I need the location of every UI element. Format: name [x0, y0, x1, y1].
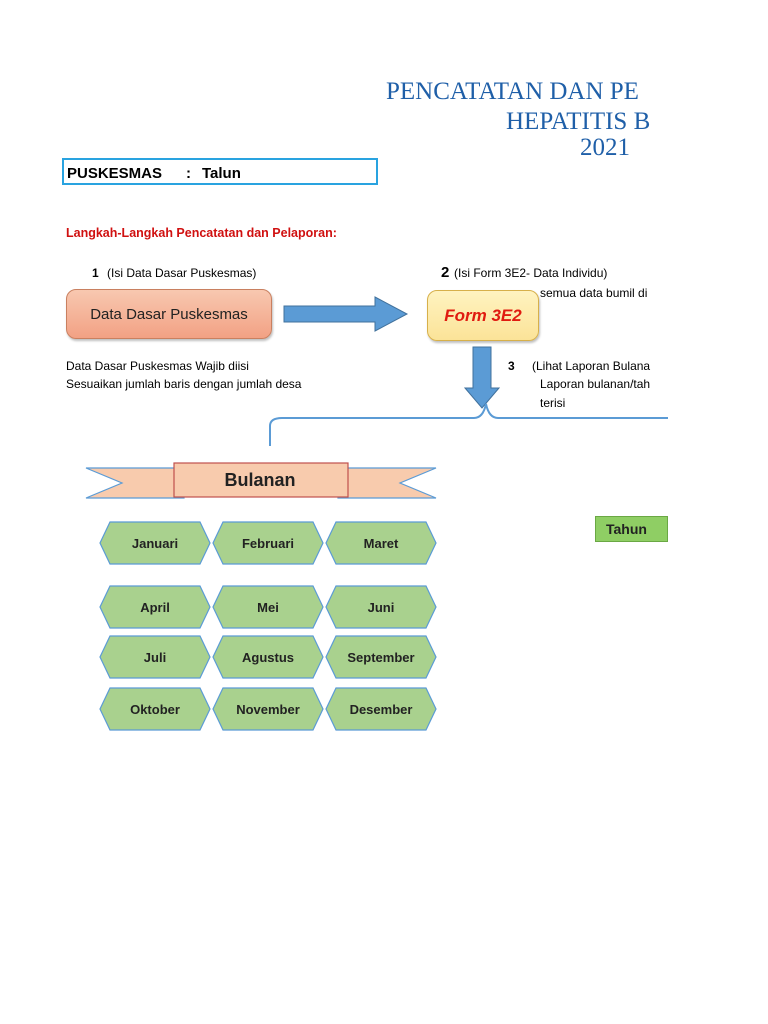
hexagon-shape — [212, 635, 324, 679]
bulanan-label: Bulanan — [224, 469, 296, 490]
month-button-juni[interactable]: Juni — [324, 585, 438, 629]
month-label: Juli — [143, 649, 167, 665]
month-button-juli[interactable]: Juli — [98, 635, 212, 679]
month-label: April — [140, 599, 170, 615]
month-button-maret[interactable]: Maret — [324, 521, 438, 565]
month-label: Juni — [367, 599, 395, 615]
data-dasar-puskesmas-button[interactable]: Data Dasar Puskesmas — [66, 289, 272, 339]
month-button-januari[interactable]: Januari — [98, 521, 212, 565]
month-label: Desember — [349, 701, 413, 717]
page-title-line-1: PENCATATAN DAN PE — [386, 78, 639, 105]
step1-note-1: Data Dasar Puskesmas Wajib diisi — [66, 359, 249, 373]
month-label: Mei — [257, 599, 279, 615]
form-3e2-label: Form 3E2 — [444, 305, 522, 325]
puskesmas-value: Talun — [202, 165, 241, 182]
month-button-oktober[interactable]: Oktober — [98, 687, 212, 731]
month-label: November — [236, 701, 300, 717]
hexagon-shape — [99, 585, 211, 629]
month-button-september[interactable]: September — [324, 635, 438, 679]
arrow-down-icon — [464, 346, 500, 409]
step3-number: 3 — [508, 359, 515, 373]
puskesmas-field-box[interactable] — [62, 158, 378, 185]
hexagon-shape — [325, 687, 437, 731]
hexagon-shape — [325, 521, 437, 565]
hexagon-shape — [99, 687, 211, 731]
arrow-right-icon — [283, 296, 409, 332]
month-label: Agustus — [242, 649, 294, 665]
month-label: Maret — [363, 535, 399, 551]
month-label: Oktober — [130, 701, 180, 717]
hexagon-shape — [99, 635, 211, 679]
data-dasar-puskesmas-label: Data Dasar Puskesmas — [90, 305, 248, 323]
step2-number: 2 — [441, 264, 450, 281]
steps-heading: Langkah-Langkah Pencatatan dan Pelaporan… — [66, 226, 337, 240]
month-label: Februari — [241, 535, 294, 551]
month-label: Januari — [131, 535, 179, 551]
step1-number: 1 — [92, 266, 99, 280]
hexagon-shape — [325, 635, 437, 679]
month-button-april[interactable]: April — [98, 585, 212, 629]
step1-note-2: Sesuaikan jumlah baris dengan jumlah des… — [66, 377, 302, 391]
step3-description: (Lihat Laporan Bulana — [532, 359, 651, 373]
puskesmas-separator: : — [186, 165, 191, 182]
month-button-mei[interactable]: Mei — [211, 585, 325, 629]
hexagon-shape — [99, 521, 211, 565]
month-button-november[interactable]: November — [211, 687, 325, 731]
step1-description: (Isi Data Dasar Puskesmas) — [107, 266, 257, 280]
step2-note: semua data bumil di — [540, 286, 648, 300]
month-label: September — [347, 649, 415, 665]
page-title-year: 2021 — [580, 134, 630, 161]
hexagon-shape — [212, 687, 324, 731]
tahun-label: Tahun — [606, 521, 647, 537]
page-title-line-2: HEPATITIS B — [506, 108, 651, 135]
hexagon-shape — [212, 521, 324, 565]
step2-description: (Isi Form 3E2- Data Individu) — [454, 266, 608, 280]
step3-note-1: Laporan bulanan/tah — [540, 377, 651, 391]
bulanan-ribbon — [85, 462, 437, 499]
hexagon-shape — [325, 585, 437, 629]
month-button-agustus[interactable]: Agustus — [211, 635, 325, 679]
tahun-button[interactable]: Tahun — [595, 516, 668, 542]
form-3e2-button[interactable]: Form 3E2 — [427, 290, 539, 341]
puskesmas-label: PUSKESMAS — [67, 165, 163, 182]
step3-note-2: terisi — [540, 396, 566, 410]
month-button-desember[interactable]: Desember — [324, 687, 438, 731]
brace-connector — [269, 403, 668, 446]
hexagon-shape — [212, 585, 324, 629]
month-button-februari[interactable]: Februari — [211, 521, 325, 565]
